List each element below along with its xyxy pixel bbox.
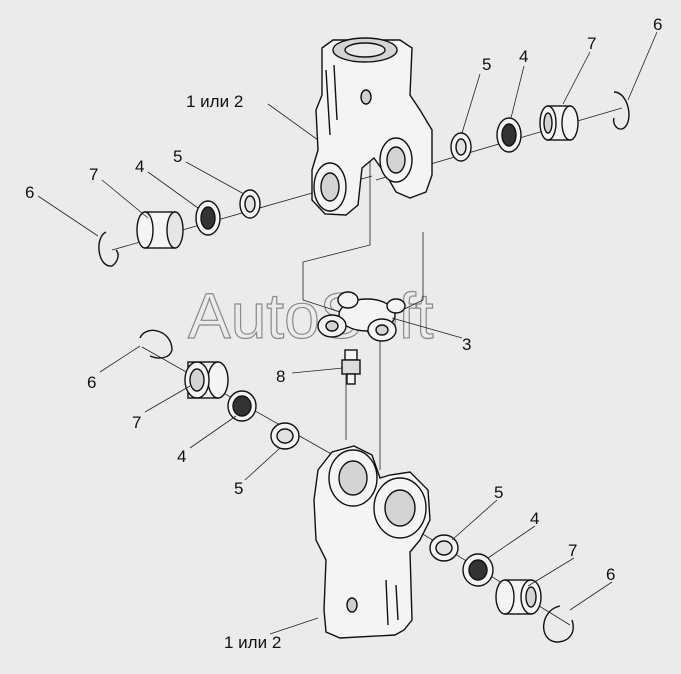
label-seal-bottom-right: 4 [530, 509, 539, 528]
label-fork-top: 1 или 2 [186, 92, 243, 111]
label-bearing-middle-left: 7 [132, 413, 141, 432]
leader-lines [37, 31, 658, 635]
label-ring-top-left: 6 [25, 183, 34, 202]
label-washer-bottom-right: 5 [494, 483, 503, 502]
label-bearing-top-right: 7 [587, 34, 596, 53]
parts-middle-left [139, 329, 300, 450]
fork-top [311, 37, 433, 216]
label-ring-bottom-right: 6 [606, 565, 615, 584]
label-washer-top-left: 5 [173, 147, 182, 166]
label-fork-bottom: 1 или 2 [224, 633, 281, 652]
cross-spider [317, 291, 406, 342]
label-ring-top-right: 6 [653, 15, 662, 34]
grease-fitting [341, 349, 361, 385]
label-grease-fitting: 8 [276, 367, 285, 386]
parts-bottom-right [429, 534, 574, 643]
parts-top-right [450, 91, 630, 162]
label-washer-top-right: 5 [482, 55, 491, 74]
watermark-text: AutoSoft [188, 280, 434, 352]
label-seal-top-right: 4 [519, 47, 528, 66]
label-seal-middle-left: 4 [177, 447, 186, 466]
parts-top-left [98, 189, 261, 267]
label-washer-middle-left: 5 [234, 479, 243, 498]
label-bearing-bottom-right: 7 [568, 541, 577, 560]
label-seal-top-left: 4 [135, 157, 144, 176]
part-labels: 1 или 2 1 или 2 3 8 5 4 7 6 6 7 4 5 6 7 … [25, 15, 662, 652]
label-bearing-top-left: 7 [89, 165, 98, 184]
fork-bottom [313, 445, 431, 639]
label-cross: 3 [462, 335, 471, 354]
label-ring-middle-left: 6 [87, 373, 96, 392]
